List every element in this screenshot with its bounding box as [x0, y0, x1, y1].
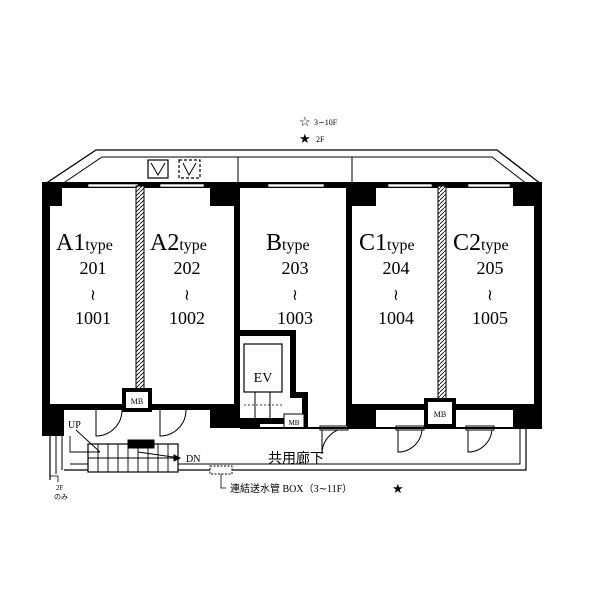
meter-box-label: MB	[131, 397, 143, 406]
unit-first-number: 205	[477, 258, 504, 278]
unit-b: Btype 203 ∼ 1003	[266, 230, 313, 328]
unit-type-label: A2type	[150, 230, 207, 256]
legend-hollow-star-text: 3∼10F	[314, 118, 338, 127]
unit-range-tilde: ∼	[84, 288, 101, 301]
unit-range-tilde: ∼	[286, 288, 303, 301]
unit-type-label: Btype	[266, 230, 310, 256]
floor-note-top: 2F	[56, 484, 64, 492]
unit-last-number: 1005	[472, 308, 508, 328]
standpipe-box: 連結送水管 BOX（3∼11F） ★	[209, 465, 404, 496]
unit-last-number: 1002	[169, 308, 205, 328]
corridor-label: 共用廊下	[268, 450, 324, 467]
standpipe-label: 連結送水管 BOX（3∼11F）	[230, 482, 352, 495]
elevator-label: EV	[254, 371, 273, 386]
unit-first-number: 203	[282, 258, 309, 278]
unit-type-label: A1type	[56, 230, 113, 256]
legend-solid-star: ★	[299, 131, 311, 146]
legend-solid-star-text: 2F	[316, 135, 325, 144]
stairs-up-label: UP	[68, 420, 81, 431]
unit-first-number: 204	[383, 258, 410, 278]
balcony	[44, 149, 542, 185]
unit-last-number: 1001	[75, 308, 111, 328]
stairs-down-label: DN	[186, 454, 200, 465]
unit-c1: C1type 204 ∼ 1004	[359, 230, 415, 328]
ac-unit-icon	[147, 159, 201, 179]
unit-type-label: C1type	[359, 230, 415, 256]
unit-a2: A2type 202 ∼ 1002	[150, 230, 207, 328]
floor-note-bottom: のみ	[54, 493, 68, 501]
legend: ☆ 3∼10F ★ 2F	[299, 114, 338, 146]
legend-hollow-star: ☆	[299, 114, 311, 129]
meter-box-label: MB	[434, 410, 446, 419]
elevator: EV	[243, 343, 283, 418]
unit-range-tilde: ∼	[387, 288, 404, 301]
standpipe-star-icon: ★	[392, 481, 404, 496]
unit-c2: C2type 205 ∼ 1005	[453, 230, 509, 328]
meter-box-label: MB	[289, 419, 300, 427]
meter-box: MB MB MB	[122, 388, 456, 429]
unit-range-tilde: ∼	[178, 288, 195, 301]
unit-last-number: 1003	[277, 308, 313, 328]
unit-first-number: 202	[174, 258, 201, 278]
unit-first-number: 201	[80, 258, 107, 278]
unit-range-tilde: ∼	[481, 288, 498, 301]
stairs	[69, 429, 182, 473]
unit-a1: A1type 201 ∼ 1001	[56, 230, 113, 328]
unit-type-label: C2type	[453, 230, 509, 256]
windows	[87, 183, 511, 188]
unit-last-number: 1004	[378, 308, 414, 328]
